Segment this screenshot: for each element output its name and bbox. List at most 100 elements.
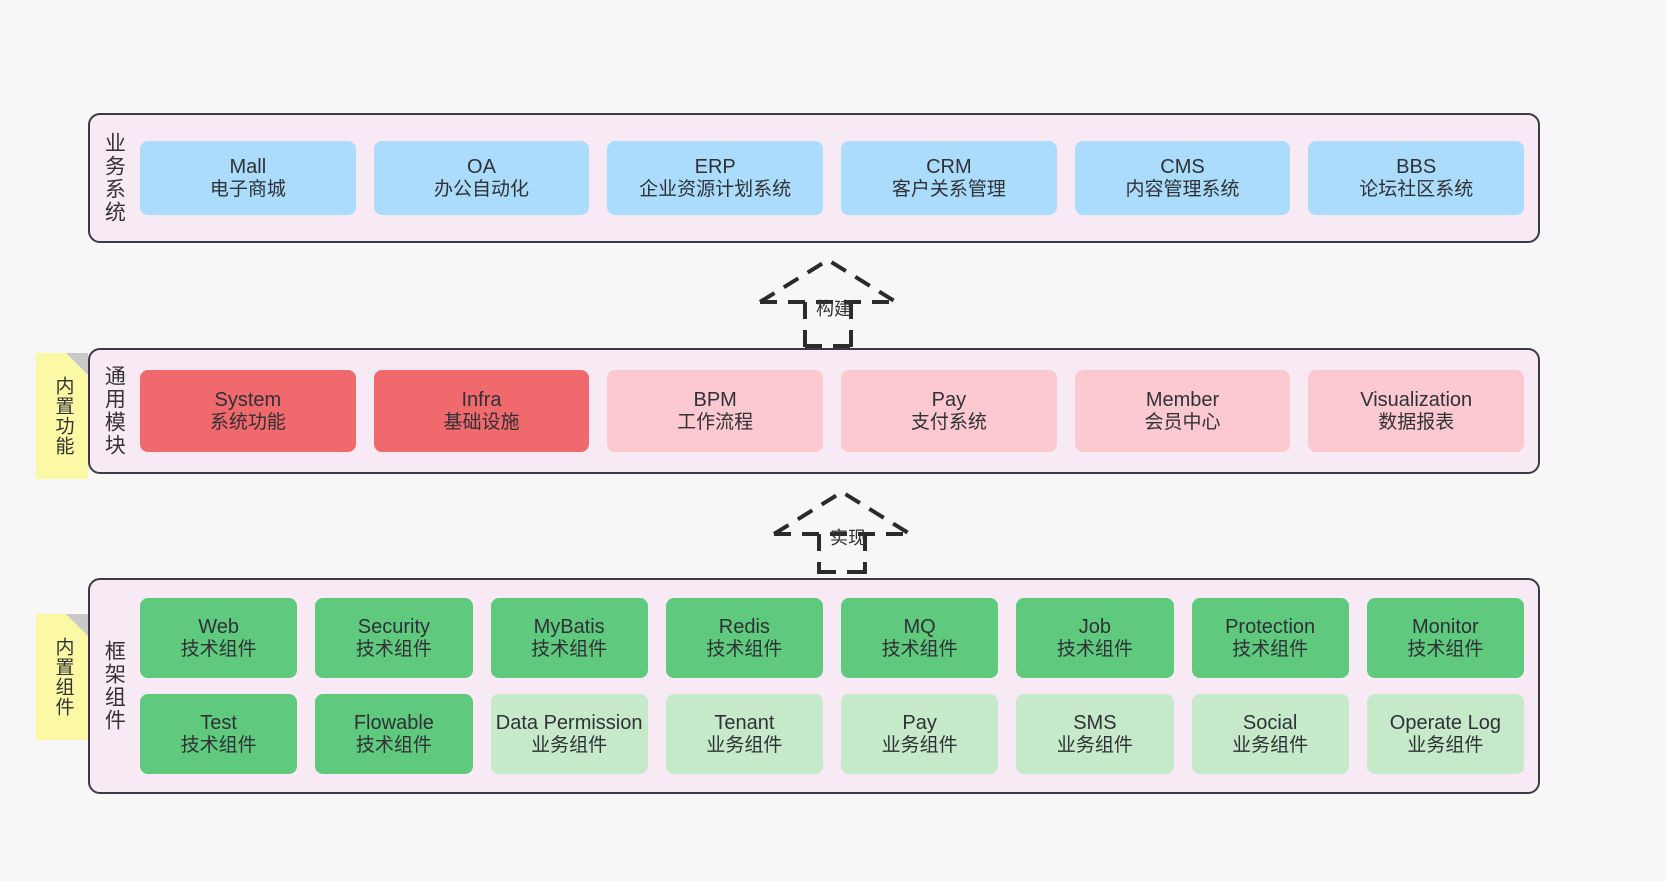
layer-framework-components: 框架组件 Web 技术组件 Security 技术组件 MyBatis 技术组件… bbox=[88, 578, 1540, 794]
module-pay-desc: 支付系统 bbox=[910, 411, 987, 433]
component-flowable[interactable]: Flowable 技术组件 bbox=[315, 694, 473, 774]
component-tenant[interactable]: Tenant 业务组件 bbox=[665, 694, 823, 774]
component-sms-name: SMS bbox=[1073, 711, 1117, 734]
module-bpm-name: BPM bbox=[693, 388, 737, 411]
layer-common-modules: 通用模块 System 系统功能 Infra 基础设施 BPM 工作流程 Pay… bbox=[88, 348, 1540, 474]
sticky-note-builtin-components-label: 内置组件 bbox=[52, 637, 74, 717]
component-pay-name: Pay bbox=[902, 711, 937, 734]
component-mq[interactable]: MQ 技术组件 bbox=[841, 598, 999, 678]
business-row-1: Mall 电子商城 OA 办公自动化 ERP 企业资源计划系统 CRM 客户关系… bbox=[140, 141, 1525, 215]
connector-implement: 实现 bbox=[766, 488, 946, 574]
module-system-desc: 系统功能 bbox=[209, 411, 286, 433]
module-infra-name: Infra bbox=[461, 388, 502, 411]
component-data-permission[interactable]: Data Permission 业务组件 bbox=[490, 694, 648, 774]
module-visualization[interactable]: Visualization 数据报表 bbox=[1308, 370, 1525, 452]
component-security-name: Security bbox=[357, 615, 430, 638]
component-mybatis[interactable]: MyBatis 技术组件 bbox=[490, 598, 648, 678]
layer-common-modules-body: System 系统功能 Infra 基础设施 BPM 工作流程 Pay 支付系统… bbox=[136, 350, 1538, 472]
component-web-name: Web bbox=[198, 615, 239, 638]
module-system-name: System bbox=[214, 388, 282, 411]
component-flowable-name: Flowable bbox=[353, 711, 434, 734]
module-crm-desc: 客户关系管理 bbox=[891, 178, 1006, 200]
module-erp-name: ERP bbox=[694, 155, 736, 178]
layer-framework-components-title: 框架组件 bbox=[102, 640, 126, 732]
component-job-name: Job bbox=[1078, 615, 1111, 638]
component-social-type: 业务组件 bbox=[1232, 734, 1309, 756]
module-member[interactable]: Member 会员中心 bbox=[1074, 370, 1291, 452]
module-pay-name: Pay bbox=[931, 388, 967, 411]
component-protection-name: Protection bbox=[1225, 615, 1316, 638]
module-pay[interactable]: Pay 支付系统 bbox=[841, 370, 1057, 452]
module-oa-desc: 办公自动化 bbox=[434, 178, 530, 200]
module-mall-desc: 电子商城 bbox=[209, 178, 286, 200]
component-operate-log-name: Operate Log bbox=[1389, 711, 1501, 734]
component-test-type: 技术组件 bbox=[180, 734, 257, 756]
connector-build: 构建 bbox=[752, 256, 932, 348]
component-tenant-name: Tenant bbox=[714, 711, 775, 734]
component-monitor[interactable]: Monitor 技术组件 bbox=[1366, 598, 1524, 678]
component-mybatis-name: MyBatis bbox=[533, 615, 605, 638]
component-redis[interactable]: Redis 技术组件 bbox=[665, 598, 823, 678]
framework-row-1: Web 技术组件 Security 技术组件 MyBatis 技术组件 Redi… bbox=[140, 598, 1524, 678]
module-mall[interactable]: Mall 电子商城 bbox=[140, 141, 356, 215]
module-erp-desc: 企业资源计划系统 bbox=[639, 178, 792, 200]
module-cms-desc: 内容管理系统 bbox=[1125, 178, 1240, 200]
module-member-name: Member bbox=[1145, 388, 1220, 411]
component-social-name: Social bbox=[1242, 711, 1298, 734]
layer-business-systems-title: 业务系统 bbox=[102, 132, 126, 224]
layer-business-systems-body: Mall 电子商城 OA 办公自动化 ERP 企业资源计划系统 CRM 客户关系… bbox=[136, 115, 1538, 241]
module-bpm[interactable]: BPM 工作流程 bbox=[607, 370, 824, 452]
module-oa[interactable]: OA 办公自动化 bbox=[373, 141, 590, 215]
component-operate-log[interactable]: Operate Log 业务组件 bbox=[1366, 694, 1524, 774]
component-web-type: 技术组件 bbox=[180, 638, 257, 660]
component-redis-name: Redis bbox=[718, 615, 770, 638]
component-mq-name: MQ bbox=[903, 615, 936, 638]
component-sms[interactable]: SMS 业务组件 bbox=[1016, 694, 1174, 774]
component-mq-type: 技术组件 bbox=[881, 638, 958, 660]
module-infra[interactable]: Infra 基础设施 bbox=[373, 370, 590, 452]
component-test[interactable]: Test 技术组件 bbox=[140, 694, 298, 774]
module-visualization-desc: 数据报表 bbox=[1378, 411, 1455, 433]
component-monitor-name: Monitor bbox=[1412, 615, 1479, 638]
connector-implement-label: 实现 bbox=[830, 528, 866, 548]
layer-business-systems: 业务系统 Mall 电子商城 OA 办公自动化 ERP 企业资源计划系统 CRM… bbox=[88, 113, 1540, 243]
component-data-permission-type: 业务组件 bbox=[531, 734, 608, 756]
component-social[interactable]: Social 业务组件 bbox=[1191, 694, 1349, 774]
component-protection-type: 技术组件 bbox=[1232, 638, 1309, 660]
module-cms-name: CMS bbox=[1160, 155, 1205, 178]
component-flowable-type: 技术组件 bbox=[355, 734, 432, 756]
layer-common-modules-title: 通用模块 bbox=[102, 365, 126, 457]
sticky-note-builtin-features: 内置功能 bbox=[36, 353, 88, 479]
common-row-1: System 系统功能 Infra 基础设施 BPM 工作流程 Pay 支付系统… bbox=[140, 370, 1525, 452]
module-system[interactable]: System 系统功能 bbox=[140, 370, 356, 452]
module-oa-name: OA bbox=[467, 155, 496, 178]
component-data-permission-name: Data Permission bbox=[495, 711, 643, 734]
component-sms-type: 业务组件 bbox=[1056, 734, 1133, 756]
component-protection[interactable]: Protection 技术组件 bbox=[1191, 598, 1349, 678]
component-job-type: 技术组件 bbox=[1056, 638, 1133, 660]
component-pay[interactable]: Pay 业务组件 bbox=[841, 694, 999, 774]
module-cms[interactable]: CMS 内容管理系统 bbox=[1074, 141, 1291, 215]
module-bbs-name: BBS bbox=[1396, 155, 1437, 178]
component-security-type: 技术组件 bbox=[355, 638, 432, 660]
module-member-desc: 会员中心 bbox=[1144, 411, 1221, 433]
component-test-name: Test bbox=[200, 711, 237, 734]
module-bbs[interactable]: BBS 论坛社区系统 bbox=[1308, 141, 1525, 215]
component-monitor-type: 技术组件 bbox=[1407, 638, 1484, 660]
sticky-note-builtin-components: 内置组件 bbox=[36, 614, 88, 740]
component-security[interactable]: Security 技术组件 bbox=[315, 598, 473, 678]
module-visualization-name: Visualization bbox=[1360, 388, 1473, 411]
module-crm[interactable]: CRM 客户关系管理 bbox=[841, 141, 1057, 215]
component-operate-log-type: 业务组件 bbox=[1407, 734, 1484, 756]
component-pay-type: 业务组件 bbox=[881, 734, 958, 756]
component-web[interactable]: Web 技术组件 bbox=[140, 598, 298, 678]
component-redis-type: 技术组件 bbox=[706, 638, 783, 660]
component-mybatis-type: 技术组件 bbox=[531, 638, 608, 660]
module-bbs-desc: 论坛社区系统 bbox=[1359, 178, 1474, 200]
module-erp[interactable]: ERP 企业资源计划系统 bbox=[607, 141, 824, 215]
module-crm-name: CRM bbox=[926, 155, 972, 178]
component-tenant-type: 业务组件 bbox=[706, 734, 783, 756]
module-bpm-desc: 工作流程 bbox=[677, 411, 754, 433]
component-job[interactable]: Job 技术组件 bbox=[1016, 598, 1174, 678]
